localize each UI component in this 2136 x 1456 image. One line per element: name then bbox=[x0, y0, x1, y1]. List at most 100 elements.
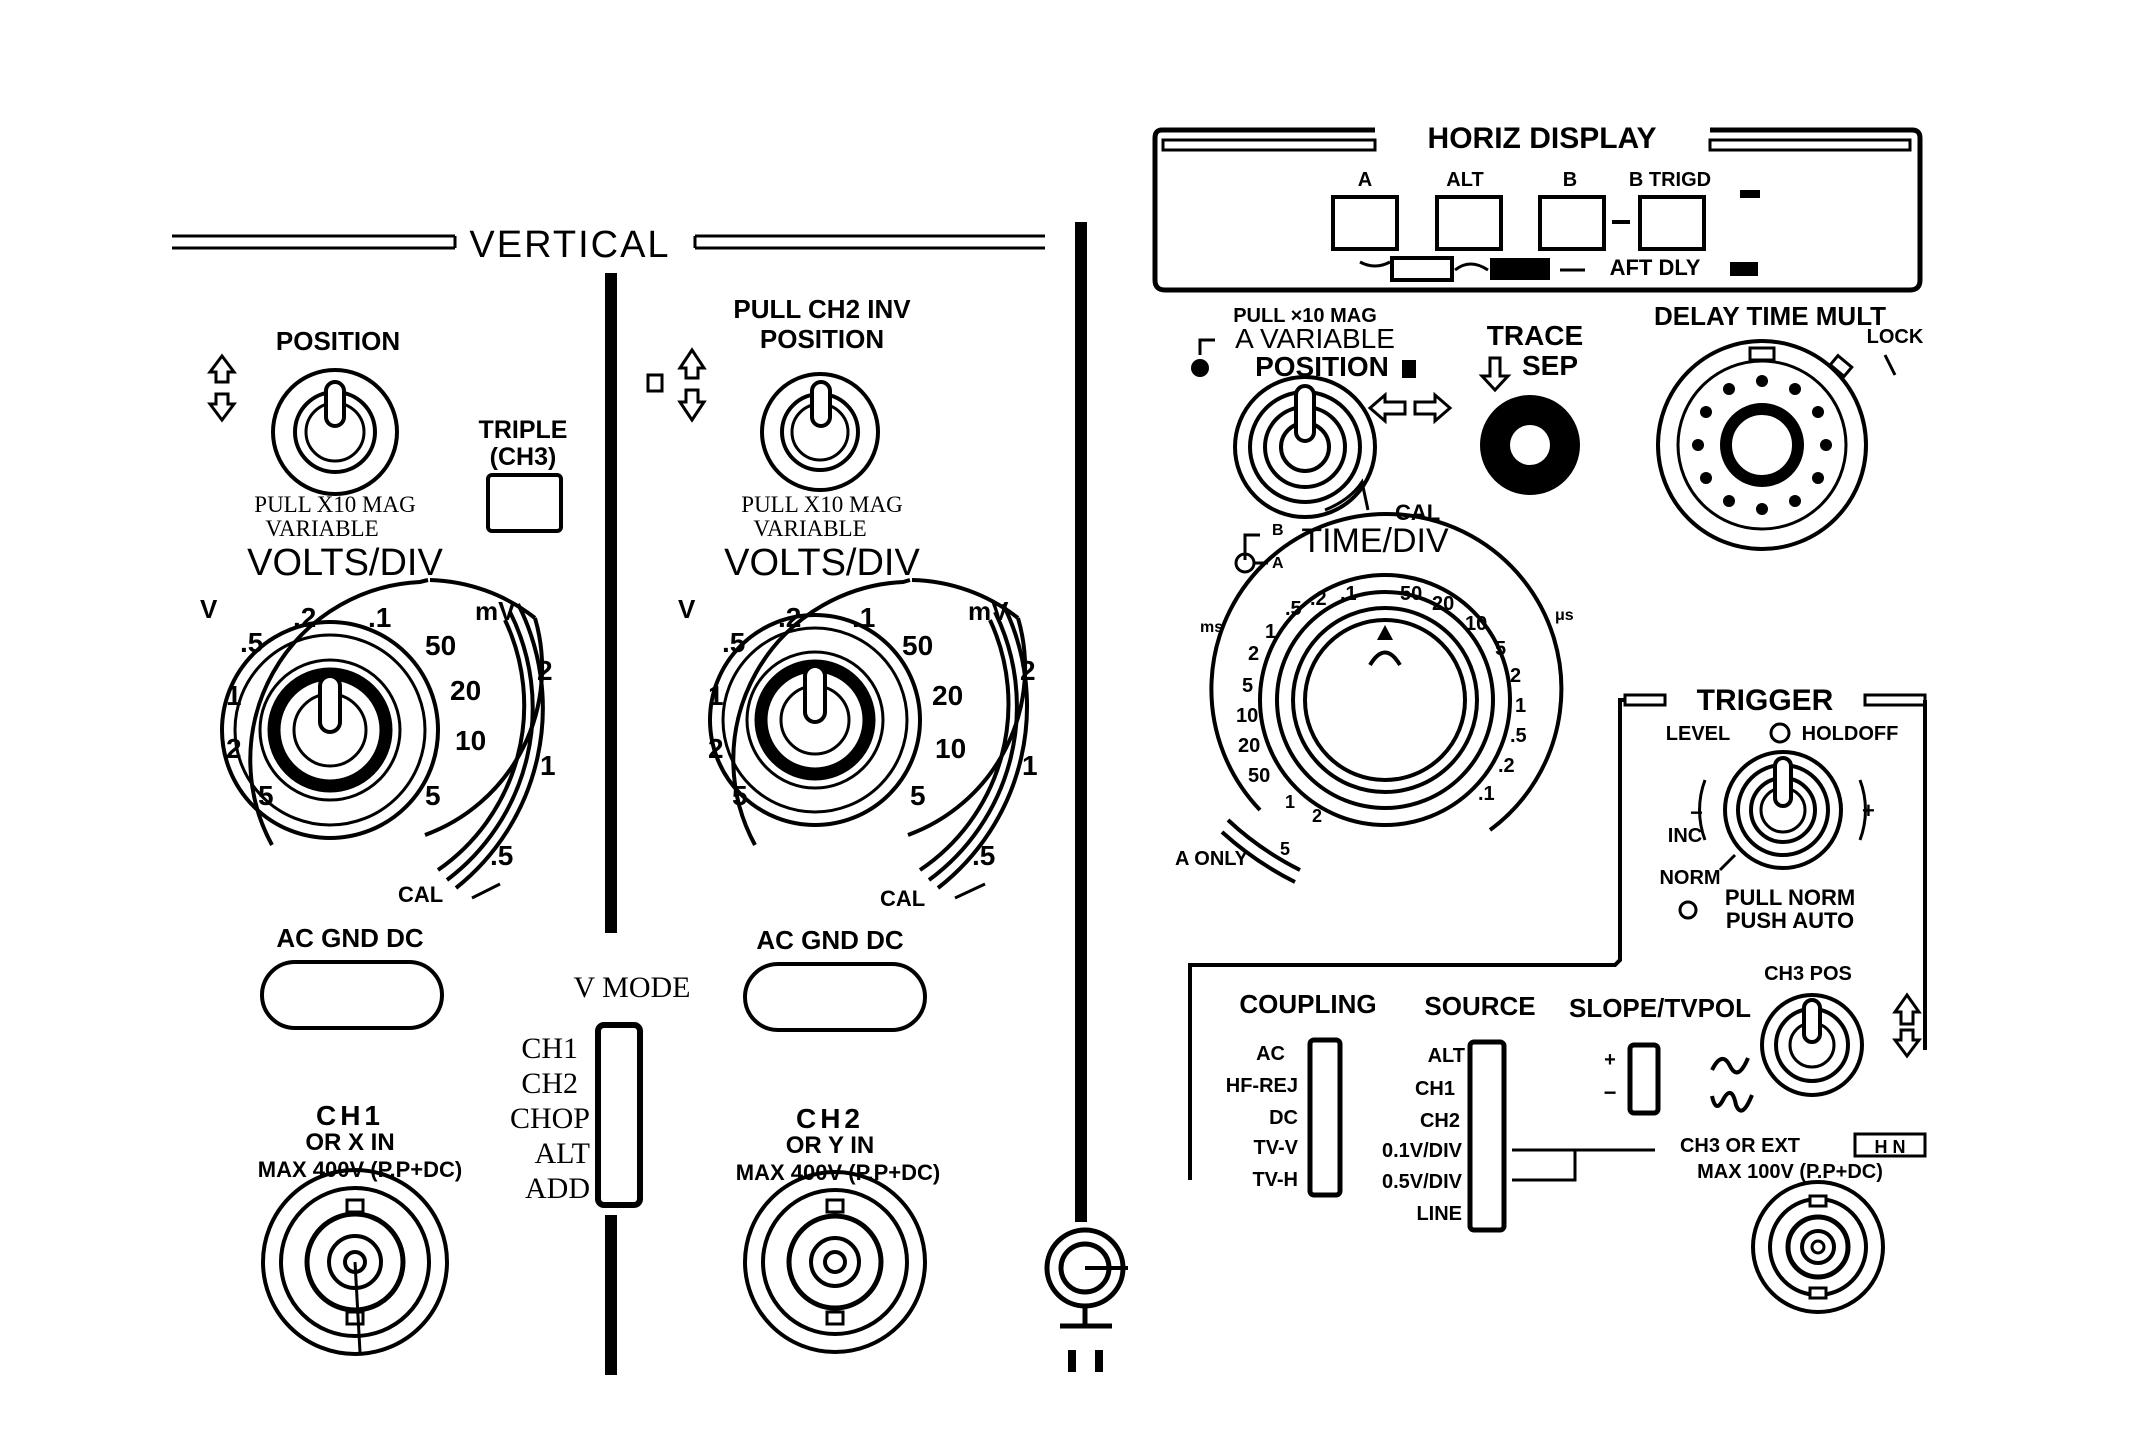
us-2: 2 bbox=[1510, 665, 1521, 687]
ground-terminal[interactable] bbox=[1044, 1227, 1128, 1372]
left-right-arrows-icon bbox=[1367, 391, 1453, 425]
trigger-minus-label: − bbox=[1690, 800, 1703, 825]
ch1-scale-v-2: 2 bbox=[226, 733, 242, 764]
ch3-ext-bnc-connector[interactable] bbox=[1751, 1180, 1885, 1314]
horiz-display-label-alt: ALT bbox=[1446, 169, 1483, 191]
v-mode-option-alt: ALT bbox=[534, 1137, 590, 1170]
ch1-coupling-switch[interactable] bbox=[260, 960, 444, 1030]
ch2-scale-v-.1: .1 bbox=[852, 602, 875, 633]
ch2-scale-mv-5: 5 bbox=[910, 780, 926, 811]
horizontal-section: PULL ×10 MAG A VARIABLE POSITION CAL TRA… bbox=[1175, 301, 1924, 884]
v-mode-section: V MODE CH1 CH2 CHOP ALT ADD bbox=[510, 971, 691, 1208]
ch2-input-bnc-connector[interactable] bbox=[743, 1170, 927, 1354]
ch2-scale-outer-.5: .5 bbox=[972, 840, 995, 871]
us-5: 5 bbox=[1495, 638, 1506, 660]
pull-norm-label: PULL NORM bbox=[1725, 885, 1855, 910]
coupling-tv-h: TV-H bbox=[1252, 1169, 1298, 1191]
ch1-scale-mv-10: 10 bbox=[455, 725, 486, 756]
ch1-scale-mv-20: 20 bbox=[450, 675, 481, 706]
v-mode-option-add: ADD bbox=[525, 1172, 590, 1205]
ch1-scale-outer-1: 1 bbox=[540, 750, 556, 781]
ch2-coupling-switch[interactable] bbox=[743, 962, 927, 1032]
ch3-pos-knob[interactable] bbox=[1760, 993, 1864, 1097]
horiz-display-title: HORIZ DISPLAY bbox=[1428, 122, 1657, 155]
ch1-input-sub: OR X IN bbox=[305, 1129, 394, 1156]
h-position-knob[interactable] bbox=[1233, 375, 1377, 519]
trace-sep-knob[interactable] bbox=[1480, 395, 1580, 495]
delay-time-mult-dial[interactable] bbox=[1656, 339, 1868, 551]
trigger-level-knob[interactable] bbox=[1698, 750, 1867, 870]
ch1-position-knob[interactable] bbox=[271, 368, 399, 496]
us-10: 10 bbox=[1465, 613, 1487, 635]
ch1-section: POSITION TRIPLE (CH3) PULL X10 MAG VARIA… bbox=[200, 326, 567, 1356]
source-alt: ALT bbox=[1428, 1045, 1465, 1067]
ch2-volts-div-label: VOLTS/DIV bbox=[724, 542, 920, 584]
coupling-tv-v: TV-V bbox=[1254, 1137, 1299, 1159]
slope-plus: + bbox=[1604, 1049, 1616, 1071]
ext-label: CH3 OR EXT bbox=[1680, 1135, 1800, 1157]
a-only-label: A ONLY bbox=[1175, 848, 1249, 870]
ch2-scale-v: V bbox=[678, 594, 696, 624]
ch2-scale-v-.5: .5 bbox=[722, 627, 745, 658]
ch2-volts-div-dial[interactable] bbox=[708, 578, 1029, 900]
aft-dly-label: AFT DLY bbox=[1610, 255, 1701, 280]
ch1-scale-outer-2: 2 bbox=[537, 655, 553, 686]
ch1-up-down-arrows-icon bbox=[207, 353, 237, 423]
trigger-inc-label: INC bbox=[1668, 825, 1702, 847]
trigger-slope-switch[interactable] bbox=[1627, 1042, 1661, 1116]
v-mode-title: V MODE bbox=[574, 971, 691, 1004]
lock-label: LOCK bbox=[1867, 326, 1924, 348]
horiz-display-b-button[interactable] bbox=[1538, 195, 1606, 251]
trigger-source-title: SOURCE bbox=[1424, 991, 1535, 1021]
ch2-scale-outer-1: 1 bbox=[1022, 750, 1038, 781]
horiz-display-label-b: B bbox=[1563, 169, 1577, 191]
h-position-label: POSITION bbox=[1255, 351, 1389, 382]
triple-ch3-button[interactable] bbox=[486, 473, 563, 533]
coupling-ac: AC bbox=[1256, 1043, 1285, 1065]
ch2-input-sub: OR Y IN bbox=[786, 1132, 874, 1159]
ch1-volts-scale: V .5 .2 .1 1 2 5 mV 50 20 10 5 2 1 .5 CA… bbox=[200, 594, 556, 907]
us-1: 1 bbox=[1515, 695, 1526, 717]
horiz-display-a-button[interactable] bbox=[1331, 195, 1399, 251]
ext-box-label: H N bbox=[1875, 1137, 1906, 1157]
ch2-position-knob[interactable] bbox=[760, 372, 880, 492]
ch1-input-name: CH1 bbox=[316, 1100, 384, 1131]
ch1-volts-div-dial[interactable] bbox=[220, 578, 545, 900]
source-0.5v-div: 0.5V/DIV bbox=[1382, 1171, 1463, 1193]
time-div-ab-indicator: B A bbox=[1234, 522, 1284, 574]
ch2-position-label: POSITION bbox=[760, 324, 884, 354]
ch1-input-bnc-connector[interactable] bbox=[261, 1168, 449, 1356]
v-mode-option-chop: CHOP bbox=[510, 1102, 590, 1135]
trigger-source-switch[interactable] bbox=[1467, 1039, 1507, 1233]
trigger-holdoff-label: HOLDOFF bbox=[1802, 723, 1899, 745]
a-only-2: 2 bbox=[1312, 806, 1322, 826]
a-only-5: 5 bbox=[1280, 839, 1290, 859]
us-50: 50 bbox=[1400, 583, 1422, 605]
time-div-label: TIME/DIV bbox=[1301, 522, 1449, 560]
ch2-scale-v-1: 1 bbox=[708, 680, 724, 711]
ch1-pull-x10-label: PULL X10 MAG bbox=[254, 492, 415, 517]
horiz-display-alt-button[interactable] bbox=[1435, 195, 1503, 251]
ch1-scale-v-.1: .1 bbox=[368, 602, 391, 633]
us-.5: .5 bbox=[1510, 725, 1527, 747]
source-0.1v-div: 0.1V/DIV bbox=[1382, 1140, 1463, 1162]
ch1-scale-v-1: 1 bbox=[226, 680, 242, 711]
ch2-scale-v-.2: .2 bbox=[778, 602, 801, 633]
ms-2: 2 bbox=[1248, 643, 1259, 665]
push-auto-label: PUSH AUTO bbox=[1726, 908, 1854, 933]
horiz-display-b-trigd-button[interactable] bbox=[1638, 195, 1706, 251]
trigger-coupling-switch[interactable] bbox=[1307, 1037, 1343, 1198]
time-div-ms: ms bbox=[1200, 619, 1223, 636]
ms-10: 10 bbox=[1236, 705, 1258, 727]
delay-time-mult-label: DELAY TIME MULT bbox=[1654, 301, 1886, 331]
ch1-scale-outer-.5: .5 bbox=[490, 840, 513, 871]
v-mode-switch[interactable] bbox=[595, 1022, 643, 1208]
ch2-pull-x10-label: PULL X10 MAG bbox=[741, 492, 902, 517]
ch2-scale-cal: CAL bbox=[880, 886, 925, 911]
ch2-scale-mv: mV bbox=[968, 596, 1009, 626]
time-div-dial[interactable] bbox=[1209, 511, 1564, 884]
ch1-scale-mv: mV bbox=[475, 596, 516, 626]
trace-sep-label: TRACE bbox=[1487, 320, 1583, 351]
ch1-scale-cal: CAL bbox=[398, 882, 443, 907]
